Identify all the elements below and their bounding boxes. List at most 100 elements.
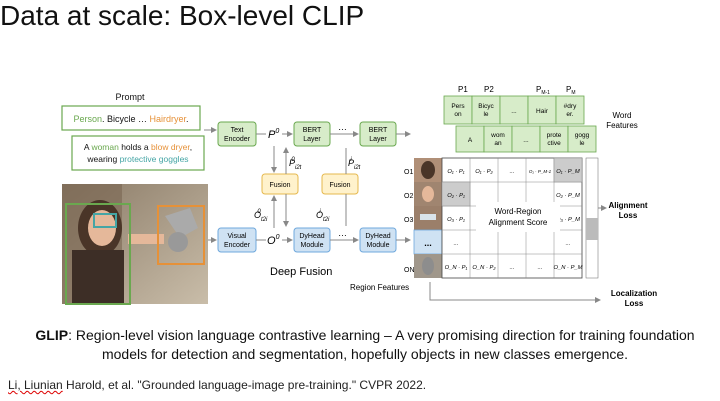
svg-text:DyHead: DyHead — [365, 233, 390, 240]
svg-text:an: an — [494, 140, 502, 147]
svg-text:...: ... — [424, 238, 432, 248]
svg-text:#dry: #dry — [564, 103, 577, 110]
citation: Li, Liunian Harold, et al. "Grounded lan… — [8, 378, 426, 392]
svg-text:...: ... — [510, 169, 515, 175]
svg-text:gogg: gogg — [575, 132, 590, 139]
word-region-score-label: Word-Region — [495, 207, 542, 216]
prompt-word-sep: . Bicycle … — [102, 114, 150, 124]
prompt-word-period: . — [186, 114, 189, 124]
region-features-label: Region Features — [350, 283, 409, 292]
svg-text:...: ... — [566, 241, 571, 247]
caption: GLIP: Region-level vision language contr… — [20, 326, 710, 364]
prompt-word-person: Person — [73, 114, 102, 124]
svg-text:Fusion: Fusion — [329, 182, 350, 189]
label-o0: O0 — [267, 234, 280, 247]
svg-text:er.: er. — [566, 111, 573, 118]
caption-text: : Region-level vision language contrasti… — [68, 327, 695, 362]
svg-text:BERT: BERT — [369, 127, 388, 134]
svg-text:...: ... — [538, 265, 543, 271]
p-header-m-1: PM-1 — [536, 85, 550, 96]
region-label-on: ON — [404, 267, 415, 274]
token-row-top: Pers on Bicyc le ... Hair #dry er. — [443, 95, 585, 125]
bbox-person — [65, 203, 131, 305]
svg-text:...: ... — [510, 265, 515, 271]
svg-text:A: A — [468, 137, 473, 144]
region-thumbnails: ... — [413, 158, 443, 278]
svg-text:DyHead: DyHead — [299, 233, 324, 240]
bbox-hairdryer — [157, 205, 205, 265]
svg-text:O_N · P_M: O_N · P_M — [554, 265, 583, 271]
prompt-sentence-line2: wearing protective goggles — [86, 154, 188, 164]
svg-text:ctive: ctive — [547, 140, 561, 147]
prompt-box-categories — [61, 105, 201, 131]
svg-text:...: ... — [523, 137, 529, 144]
ellipsis-bottom: … — [338, 228, 347, 238]
region-label-o2: O2 — [404, 193, 413, 200]
p-header-m: PM — [566, 85, 576, 96]
label-p-i2t-i: Pi2ti — [348, 157, 361, 171]
svg-text:Features: Features — [606, 121, 638, 130]
token-row-bottom: A wom an ... prote ctive gogg le — [455, 125, 597, 153]
svg-text:Bicyc: Bicyc — [478, 103, 494, 110]
svg-text:Encoder: Encoder — [224, 242, 251, 249]
svg-text:BERT: BERT — [303, 127, 322, 134]
region-label-o1: O1 — [404, 169, 413, 176]
prompt-word-hairdryer: Hairdryer — [150, 114, 187, 124]
citation-rest: Harold, et al. "Grounded language-image … — [62, 378, 427, 392]
svg-text:Loss: Loss — [619, 211, 638, 220]
svg-text:le: le — [483, 111, 488, 118]
svg-text:Module: Module — [301, 242, 324, 249]
label-p-i2t-0: Pi2t0 — [289, 157, 302, 171]
svg-text:Layer: Layer — [369, 136, 387, 143]
svg-text:prote: prote — [547, 132, 562, 139]
svg-text:O₁ · P_M-1: O₁ · P_M-1 — [529, 169, 552, 174]
fusion-1 — [261, 173, 299, 195]
svg-text:Visual: Visual — [228, 233, 247, 240]
input-photo — [62, 184, 208, 305]
fusion-2 — [321, 173, 359, 195]
svg-text:Hair: Hair — [536, 108, 549, 115]
svg-text:wom: wom — [490, 132, 505, 139]
label-p0: P0 — [268, 128, 279, 141]
svg-text:Module: Module — [367, 242, 390, 249]
p-header-1: P1 — [458, 85, 468, 94]
svg-text:O_N · P₁: O_N · P₁ — [445, 265, 468, 271]
svg-text:...: ... — [511, 108, 517, 115]
svg-text:Encoder: Encoder — [224, 136, 251, 143]
svg-text:Loss: Loss — [625, 299, 644, 308]
svg-text:O₁ · P₁: O₁ · P₁ — [447, 169, 464, 175]
p-header-2: P2 — [484, 85, 494, 94]
prompt-categories-text: Person. Bicycle … Hairdryer. — [73, 114, 188, 124]
svg-text:O₂ · P₁: O₂ · P₁ — [447, 193, 465, 199]
svg-text:O₁ · P₂: O₁ · P₂ — [475, 169, 493, 175]
svg-text:on: on — [454, 111, 462, 118]
label-o-t2i-i: Ot2ii — [316, 209, 330, 223]
score-matrix: O₁ · P₁ O₁ · P₂ ... O₁ · P_M-1 O₁ · P_M … — [441, 157, 583, 279]
prompt-sentence-line1: A woman holds a blow dryer, — [84, 142, 192, 152]
citation-author: Li, Liunian — [8, 378, 63, 392]
svg-text:Text: Text — [231, 127, 244, 134]
alignment-loss-label: Alignment — [608, 201, 647, 210]
prompt-header: Prompt — [115, 92, 145, 102]
localization-loss-label: Localization — [611, 289, 657, 298]
svg-text:O₂ · P_M: O₂ · P_M — [556, 193, 580, 199]
region-label-o3: O3 — [404, 217, 413, 224]
glip-diagram: Prompt Person. Bicycle … Hairdryer. A wo… — [61, 85, 657, 308]
label-o-t2i-0: Ot2i0 — [254, 209, 268, 223]
svg-text:Pers: Pers — [451, 103, 465, 110]
svg-text:O₃ · P_M: O₃ · P_M — [556, 217, 580, 223]
svg-text:le: le — [579, 140, 584, 147]
deep-fusion-label: Deep Fusion — [270, 266, 332, 278]
ellipsis-top: … — [338, 122, 347, 132]
svg-text:O₁ · P_M: O₁ · P_M — [556, 169, 580, 175]
svg-text:Fusion: Fusion — [269, 182, 290, 189]
slide-title: Data at scale: Box-level CLIP — [0, 0, 365, 31]
svg-text:...: ... — [454, 241, 459, 247]
word-features-label: Word — [613, 111, 632, 120]
caption-bold: GLIP — [35, 327, 69, 343]
svg-text:O₃ · P₁: O₃ · P₁ — [447, 217, 465, 223]
prompt-box-sentence — [71, 135, 205, 171]
bbox-goggles — [93, 213, 117, 228]
svg-text:O_N · P₂: O_N · P₂ — [472, 265, 496, 271]
svg-text:Alignment Score: Alignment Score — [489, 218, 548, 227]
